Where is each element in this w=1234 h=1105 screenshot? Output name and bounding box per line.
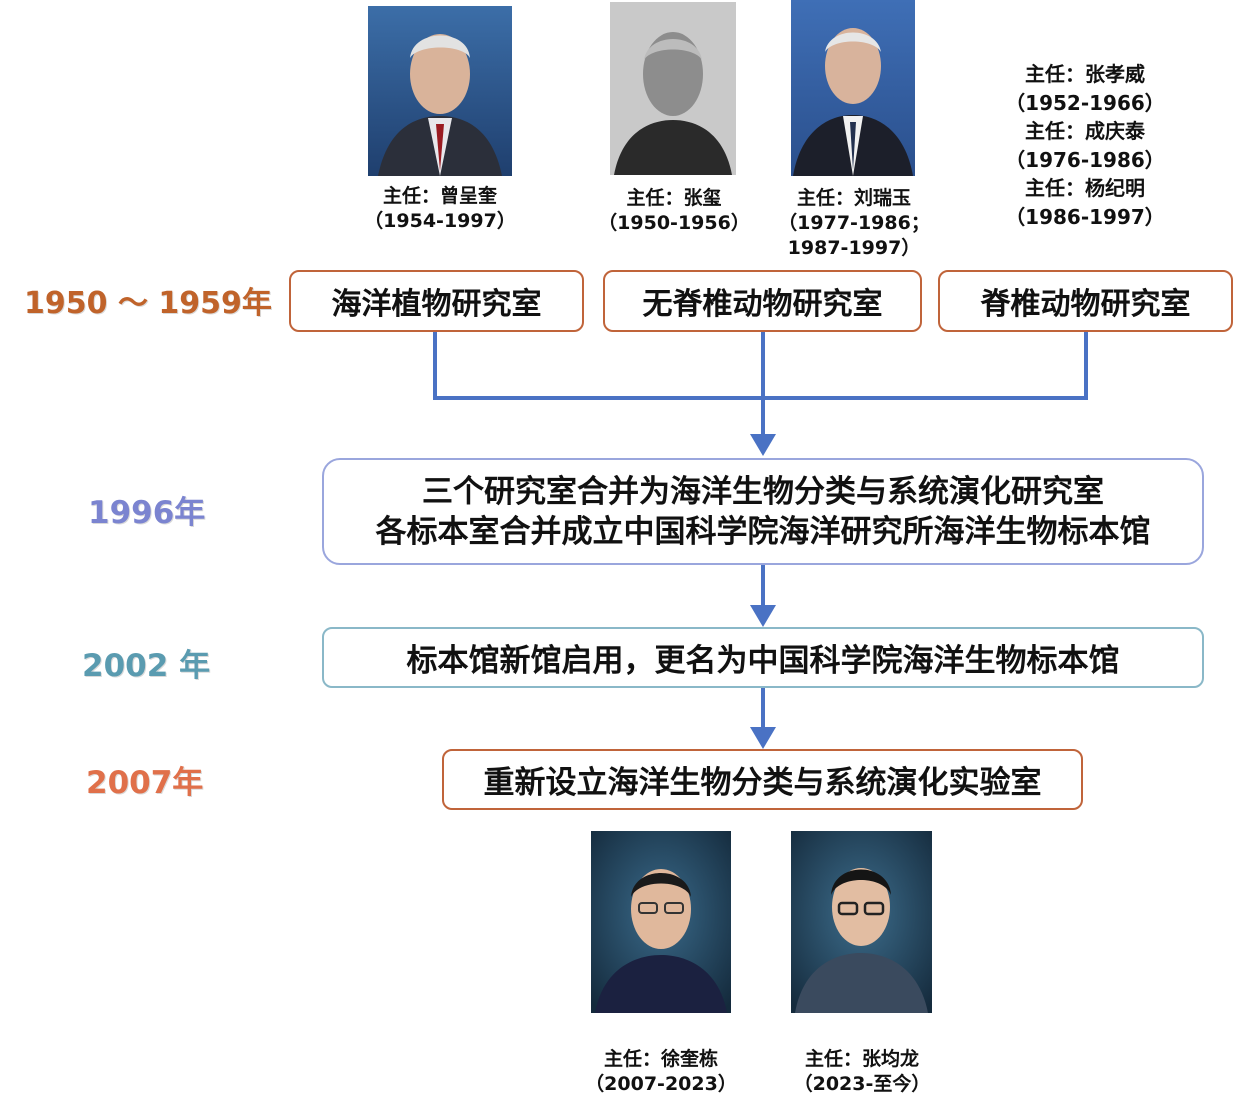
director-list-vertebrate: 主任：张孝威 （1952-1966） 主任：成庆泰 （1976-1986） 主任…	[980, 60, 1190, 232]
director-name: 主任：曾呈奎	[382, 185, 497, 207]
director-term: （1952-1966）	[1005, 90, 1165, 115]
lab-title: 脊椎动物研究室	[980, 287, 1191, 322]
director-name: 主任：张孝威	[1025, 62, 1145, 86]
arrow-down-icon	[750, 727, 776, 749]
director-term: （1954-1997）	[364, 210, 516, 232]
museum-box-2002: 标本馆新馆启用，更名为中国科学院海洋生物标本馆	[322, 627, 1204, 688]
director-term: 1987-1997）	[787, 237, 921, 259]
merge-line: 三个研究室合并为海洋生物分类与系统演化研究室	[422, 473, 1104, 510]
director-caption-zhang-junlong: 主任：张均龙 （2023-至今）	[761, 1047, 963, 1097]
portrait-photo-zeng	[368, 6, 512, 176]
arrow-down-icon	[750, 605, 776, 627]
portrait-photo-zhang-xi	[610, 2, 736, 175]
museum-text: 标本馆新馆启用，更名为中国科学院海洋生物标本馆	[406, 643, 1120, 679]
portrait-photo-liu	[791, 0, 915, 176]
lab-2007-text: 重新设立海洋生物分类与系统演化实验室	[483, 765, 1042, 801]
director-term: （2023-至今）	[793, 1073, 931, 1095]
director-caption-xu: 主任：徐奎栋 （2007-2023）	[560, 1047, 762, 1097]
arrow-down-icon	[750, 434, 776, 456]
lab-box-vertebrates: 脊椎动物研究室	[938, 270, 1233, 332]
lab-title: 无脊椎动物研究室	[642, 287, 883, 322]
merge-line: 各标本室合并成立中国科学院海洋研究所海洋生物标本馆	[375, 513, 1151, 550]
lab-box-marine-plants: 海洋植物研究室	[289, 270, 584, 332]
director-term: （1977-1986；	[778, 212, 930, 234]
director-name: 主任：张均龙	[804, 1048, 919, 1070]
lab-box-2007: 重新设立海洋生物分类与系统演化实验室	[442, 749, 1083, 810]
director-name: 主任：杨纪明	[1025, 176, 1145, 201]
director-term: （1950-1956）	[598, 212, 750, 234]
director-caption-zeng: 主任：曾呈奎 （1954-1997）	[338, 184, 542, 234]
portrait-photo-zhang-junlong	[791, 831, 932, 1013]
director-name: 主任：刘瑞玉	[796, 187, 911, 209]
year-label-2007: 2007年	[86, 765, 204, 801]
lab-title: 海洋植物研究室	[331, 287, 542, 322]
director-name: 主任：成庆泰	[1025, 119, 1145, 144]
director-term: （1986-1997）	[1005, 204, 1165, 229]
director-caption-liu: 主任：刘瑞玉 （1977-1986； 1987-1997）	[752, 186, 956, 261]
director-name: 主任：张玺	[626, 187, 722, 209]
merge-box-1996: 三个研究室合并为海洋生物分类与系统演化研究室 各标本室合并成立中国科学院海洋研究…	[322, 458, 1204, 565]
director-caption-zhang-xi: 主任：张玺 （1950-1956）	[572, 186, 776, 236]
lab-box-invertebrates: 无脊椎动物研究室	[603, 270, 922, 332]
portrait-photo-xu	[591, 831, 731, 1013]
year-label-1996: 1996年	[88, 495, 206, 531]
director-term: （2007-2023）	[585, 1073, 737, 1095]
director-name: 主任：徐奎栋	[603, 1048, 718, 1070]
year-label-1950: 1950 ～ 1959年	[24, 286, 272, 321]
director-term: （1976-1986）	[1005, 147, 1165, 172]
year-label-2002: 2002 年	[82, 648, 211, 684]
